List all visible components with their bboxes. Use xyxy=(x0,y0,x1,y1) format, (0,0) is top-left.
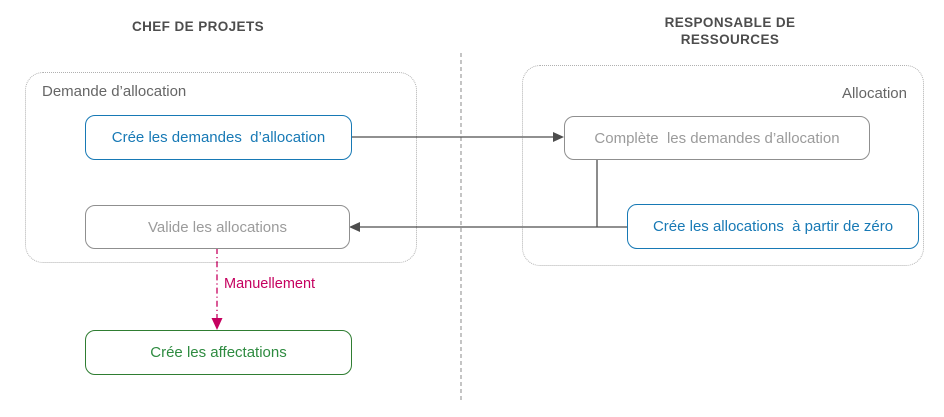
node-cree-les-affectations: Crée les affectations xyxy=(85,330,352,375)
node-label: Crée les demandes d’allocation xyxy=(111,129,326,146)
group-demande-allocation: Demande d’allocation xyxy=(25,72,417,263)
lane-title-chef-de-projets: CHEF DE PROJETS xyxy=(131,19,265,34)
node-label: Crée les affectations xyxy=(150,344,287,361)
group-label-demande-allocation: Demande d’allocation xyxy=(42,83,187,100)
node-cree-les-allocations-a-partir-de-zero: Crée les allocations à partir de zéro xyxy=(627,204,919,249)
node-label: Crée les allocations à partir de zéro xyxy=(652,218,894,235)
lane-title-responsable-de-ressources: RESPONSABLE DE RESSOURCES xyxy=(664,15,796,47)
node-valide-les-allocations: Valide les allocations xyxy=(85,205,350,249)
group-allocation: Allocation xyxy=(522,65,924,266)
node-complete-les-demandes-allocation: Complète les demandes d’allocation xyxy=(564,116,870,160)
arrow-down-icon xyxy=(211,318,223,330)
manual-edge-label: Manuellement xyxy=(224,276,316,292)
node-cree-les-demandes-allocation: Crée les demandes d’allocation xyxy=(85,115,352,160)
node-label: Complète les demandes d’allocation xyxy=(594,129,840,147)
group-label-allocation: Allocation xyxy=(841,85,907,102)
node-label: Valide les allocations xyxy=(148,218,287,236)
